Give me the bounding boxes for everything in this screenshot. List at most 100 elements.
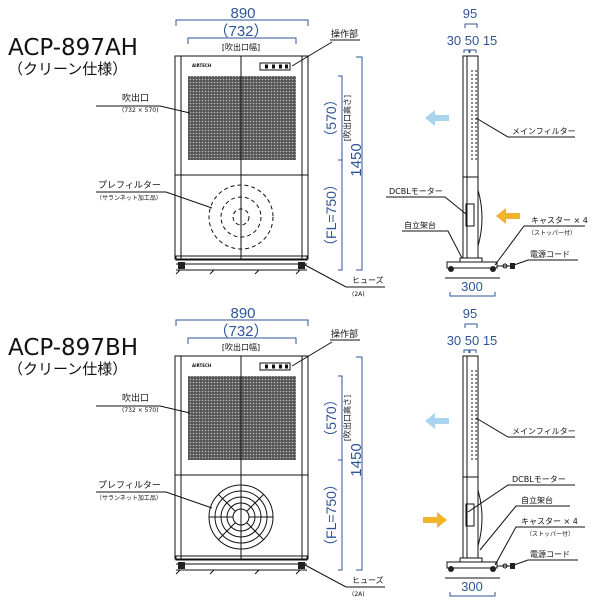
ground-hatch: [209, 269, 215, 275]
prefilter-label: プレフィルター: [98, 480, 161, 491]
control-label: 操作部: [331, 328, 358, 340]
cord-leader: [513, 259, 578, 266]
stand-label: 自立架台: [404, 220, 436, 230]
caster-label: キャスター × 4: [531, 216, 588, 225]
caster-icon: [448, 266, 454, 272]
base-depth-bracket: [449, 292, 496, 297]
prefilter-side: [477, 189, 483, 247]
motor-leader: [386, 196, 467, 215]
outlet-label: 吹出口: [122, 92, 149, 104]
width-bracket: [175, 319, 309, 326]
caster-label: キャスター × 4: [521, 517, 578, 526]
outlet-width-dimension: （732）: [213, 23, 268, 40]
outlet-height-dimension: （570）: [323, 92, 339, 143]
caster-icon: [178, 262, 185, 269]
depth-dimension: 95: [463, 306, 477, 321]
width-dimension: 890: [230, 5, 255, 22]
stand-leader: [402, 230, 463, 259]
control-leader: [291, 341, 333, 367]
depth-bracket: [464, 323, 478, 328]
depth-parts-dimension: 30 50 15: [447, 333, 498, 348]
height-dimension: 1450: [348, 443, 365, 476]
outlet-width-dimension: （732）: [213, 323, 268, 340]
main-filter-leader: [475, 117, 575, 138]
spec-subtitle: （クリーン仕様）: [8, 360, 127, 378]
stand-base: [446, 261, 498, 269]
fan-hidden-outline: [232, 208, 250, 226]
ground-hatch: [175, 269, 181, 275]
panel-acp-897ah: ACP-897AH（クリーン仕様）890（732）[吹出口幅]AIRTECH操作…: [8, 5, 588, 298]
outlet-height-label: [吹出口高さ]: [342, 395, 352, 441]
fan-spoke: [246, 494, 264, 512]
caster-icon: [298, 262, 305, 269]
base-frame: [175, 555, 308, 561]
height-dimension: 1450: [348, 143, 365, 176]
cord-plug: [502, 263, 508, 269]
depth-part-bracket: [463, 349, 470, 353]
motor-outline: [465, 203, 475, 227]
fl-dimension: （FL=750）: [323, 177, 339, 253]
outlet-leader: [96, 405, 191, 414]
depth-part-bracket: [469, 49, 477, 53]
intake-arrow-icon: [423, 512, 447, 528]
width-dimension: 890: [230, 305, 255, 322]
base-depth-dimension: 300: [461, 279, 483, 294]
control-button: [265, 64, 268, 69]
depth-part-bracket: [469, 349, 477, 353]
model-title: ACP-897BH: [8, 335, 138, 361]
motor-leader: [467, 484, 575, 513]
cord-leader: [513, 559, 578, 566]
control-panel: [259, 62, 291, 71]
caster-note: （ストッパー付）: [526, 530, 574, 538]
prefilter-leader: [96, 491, 213, 509]
fl-bracket: [338, 159, 343, 271]
control-button: [279, 364, 282, 369]
stand-leader: [479, 505, 570, 551]
control-button: [285, 64, 288, 69]
outlet-grille: [188, 376, 296, 460]
fan-spoke: [218, 522, 236, 540]
prefilter-leader: [96, 191, 213, 209]
stand-base: [446, 561, 498, 569]
exhaust-arrow-icon: [425, 110, 449, 126]
model-title: ACP-897AH: [8, 35, 138, 61]
prefilter-note: （サランネット加工品）: [96, 494, 162, 502]
caster-icon: [178, 562, 185, 569]
outlet-size-label: (732 × 570): [122, 107, 158, 114]
side-view: [425, 55, 520, 279]
caster-leader: [494, 526, 585, 566]
control-leader: [291, 41, 333, 67]
cord-plug: [502, 563, 508, 569]
fl-bracket: [338, 459, 343, 571]
front-view: AIRTECH: [174, 355, 309, 575]
control-button: [285, 364, 288, 369]
ground-hatch: [254, 569, 260, 575]
fuse-leader: [304, 264, 385, 288]
outlet-width-bracket: [187, 37, 297, 44]
intake-arrow-icon: [496, 208, 520, 224]
base-depth-bracket: [449, 592, 496, 597]
front-view: AIRTECH: [174, 55, 309, 275]
fan-spoke: [246, 522, 264, 540]
fan-hidden-outline: [220, 196, 262, 238]
spec-subtitle: （クリーン仕様）: [8, 60, 127, 78]
base-depth-dimension: 300: [461, 579, 483, 594]
depth-part-bracket: [463, 49, 470, 53]
outlet-width-label: [吹出口幅]: [222, 42, 260, 52]
base-frame: [175, 255, 308, 261]
brand-logo: AIRTECH: [192, 363, 211, 368]
stand-foot: [459, 557, 483, 563]
caster-icon: [298, 562, 305, 569]
width-bracket: [175, 19, 309, 26]
exhaust-arrow-icon: [425, 413, 449, 429]
caster-icon: [448, 566, 454, 572]
outlet-height-label: [吹出口高さ]: [342, 95, 352, 141]
depth-dimension: 95: [463, 6, 477, 21]
height-bracket: [356, 56, 363, 271]
motor-label: DCBLモーター: [512, 475, 566, 484]
fan-spoke: [218, 494, 236, 512]
motor-label: DCBLモーター: [389, 187, 443, 196]
ground-hatch: [209, 569, 215, 575]
outlet-height-dimension: （570）: [323, 392, 339, 443]
